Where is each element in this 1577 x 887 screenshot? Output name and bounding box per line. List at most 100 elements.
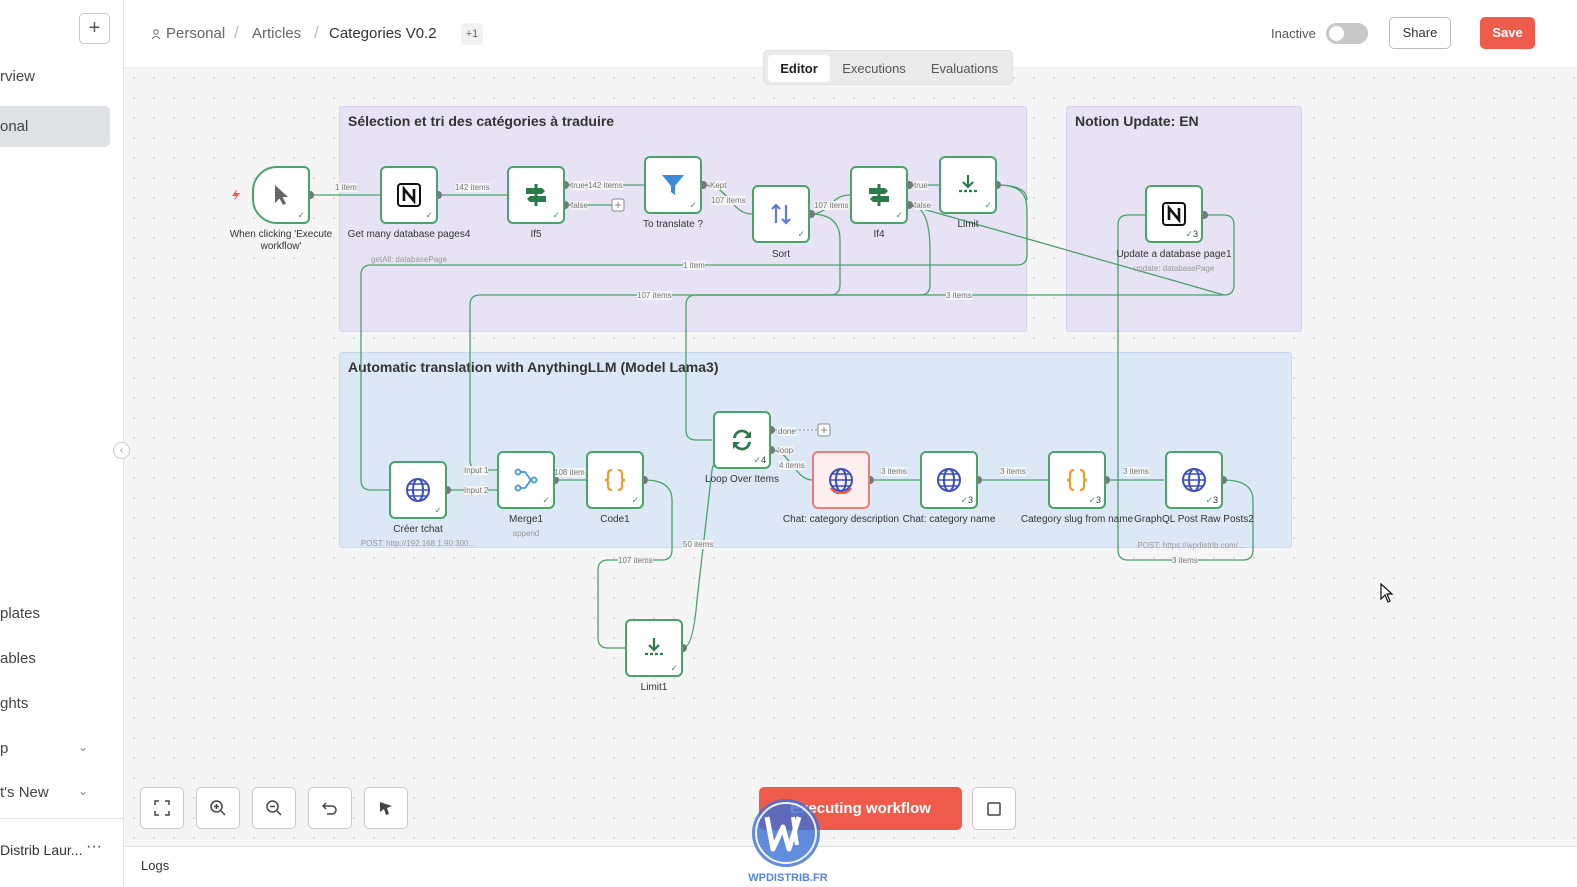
add-button[interactable]: +	[79, 13, 110, 44]
sidebar-item-overview[interactable]: rview	[0, 68, 110, 86]
item-count: ✓3	[1088, 495, 1101, 505]
active-toggle[interactable]	[1326, 23, 1368, 44]
breadcrumb-articles[interactable]: Articles	[252, 25, 302, 42]
node-label: Category slug from name	[1020, 514, 1134, 525]
node-category-slug[interactable]: ✓3	[1048, 451, 1106, 509]
zoom-in-button[interactable]	[196, 787, 240, 829]
sidebar-item-variables[interactable]: ables	[0, 650, 110, 668]
breadcrumb-separator: /	[314, 23, 319, 42]
sidebar-item-insights[interactable]: ghts	[0, 695, 110, 713]
user-icon	[151, 29, 161, 40]
sticky-title: Automatic translation with AnythingLLM (…	[348, 359, 719, 375]
stop-icon	[987, 801, 1001, 816]
zoom-out-button[interactable]	[252, 787, 296, 829]
stop-button[interactable]	[972, 787, 1016, 830]
wire-label: loop	[778, 446, 794, 455]
node-creer-tchat[interactable]: ✓	[389, 461, 447, 519]
check-icon: ✓	[552, 210, 560, 220]
limit-icon	[959, 175, 977, 193]
share-button[interactable]: Share	[1389, 17, 1451, 49]
wire-label: 3 items	[1123, 467, 1149, 476]
loop-icon	[733, 429, 751, 451]
tab-editor[interactable]: Editor	[768, 55, 830, 82]
node-label: Sort	[771, 249, 791, 260]
node-chat-category-description[interactable]	[812, 451, 870, 509]
node-chat-category-name[interactable]: ✓3	[920, 451, 978, 509]
sidebar-item-whats-new[interactable]: t's New⌄	[0, 784, 110, 802]
tag-badge[interactable]: +1	[461, 23, 483, 45]
save-button[interactable]: Save	[1480, 17, 1535, 49]
sidebar-item-label: plates	[0, 605, 41, 622]
tab-executions[interactable]: Executions	[842, 61, 906, 76]
globe-icon	[829, 468, 853, 494]
more-icon[interactable]: ···	[86, 838, 102, 855]
sticky-title: Sélection et tri des catégories à tradui…	[348, 113, 615, 129]
watermark-text: WPDISTRIB.FR	[748, 872, 827, 884]
wire-label: 142 items	[588, 181, 623, 190]
node-label: Chat: category name	[902, 514, 996, 525]
node-label: Update a database page1	[1116, 249, 1232, 260]
node-label: GraphQL Post Raw Posts2	[1134, 514, 1254, 525]
sidebar-item-label: t's New	[0, 784, 49, 801]
item-count: ✓3	[1185, 229, 1198, 239]
wire-label: 108 item	[554, 468, 585, 477]
lightning-icon	[232, 189, 240, 201]
node-update-page[interactable]: ✓3	[1145, 185, 1203, 243]
node-trigger[interactable]: ✓	[252, 166, 310, 224]
node-limit[interactable]: ✓	[939, 156, 997, 214]
merge-icon	[514, 468, 538, 492]
if-icon	[526, 184, 546, 206]
breadcrumb-separator: /	[234, 23, 239, 42]
node-graphql-post[interactable]: ✓3	[1165, 451, 1223, 509]
node-get-many-pages[interactable]: ✓	[380, 166, 438, 224]
wire-label: Input 2	[464, 486, 489, 495]
user-name[interactable]: Distrib Laur...	[0, 842, 83, 858]
node-if5[interactable]: ✓	[507, 166, 565, 224]
code-icon	[604, 468, 626, 492]
tidy-up-button[interactable]	[364, 787, 408, 829]
wire-label: true	[571, 181, 585, 190]
node-subtitle: append	[512, 529, 540, 538]
node-sort[interactable]: ✓	[752, 185, 810, 243]
check-icon: ✓	[297, 210, 305, 220]
sidebar-item-label: ghts	[0, 695, 29, 712]
wire-label: 107 items	[711, 196, 746, 205]
sidebar-item-help[interactable]: p⌄	[0, 740, 110, 758]
node-limit1[interactable]: ✓	[625, 619, 683, 677]
check-icon: ✓	[631, 495, 639, 505]
wire-label: Input 1	[464, 466, 489, 475]
notion-icon	[397, 183, 421, 207]
tidy-icon	[380, 802, 392, 815]
node-if4[interactable]: ✓	[850, 166, 908, 224]
node-subtitle: update: databasePage	[1133, 264, 1215, 273]
workflow-title[interactable]: Categories V0.2	[329, 25, 437, 42]
wire-label: 142 items	[455, 183, 490, 192]
wire-label: true	[914, 181, 928, 190]
node-label: Merge1	[509, 514, 543, 525]
zoom-in-icon	[210, 800, 226, 816]
sidebar-item-personal[interactable]: onal	[0, 106, 110, 147]
wire-label: done	[778, 427, 796, 436]
node-loop-over-items[interactable]: ✓4	[713, 411, 771, 469]
node-label: Limit	[957, 219, 979, 230]
tab-evaluations[interactable]: Evaluations	[930, 61, 999, 76]
breadcrumb-personal[interactable]: Personal	[166, 25, 226, 42]
fit-view-button[interactable]	[140, 787, 184, 829]
item-count: ✓4	[753, 455, 766, 465]
collapse-sidebar-icon[interactable]: ‹	[113, 442, 130, 459]
node-label: Limit1	[640, 682, 668, 693]
undo-button[interactable]	[308, 787, 352, 829]
sidebar-item-label: rview	[0, 68, 36, 85]
check-icon: ✓	[895, 210, 903, 220]
node-code1[interactable]: ✓	[586, 451, 644, 509]
status-label: Inactive	[1271, 26, 1316, 41]
wire-label: false	[914, 201, 931, 210]
node-label: Get many database pages4	[347, 229, 471, 240]
item-count: ✓3	[1205, 495, 1218, 505]
logs-panel[interactable]: Logs	[124, 846, 1577, 887]
sidebar-item-templates[interactable]: plates	[0, 605, 110, 623]
view-tabs: Editor Executions Evaluations	[763, 50, 1013, 85]
node-merge1[interactable]: ✓	[497, 451, 555, 509]
undo-icon	[322, 802, 337, 815]
node-to-translate[interactable]: ✓	[644, 156, 702, 214]
